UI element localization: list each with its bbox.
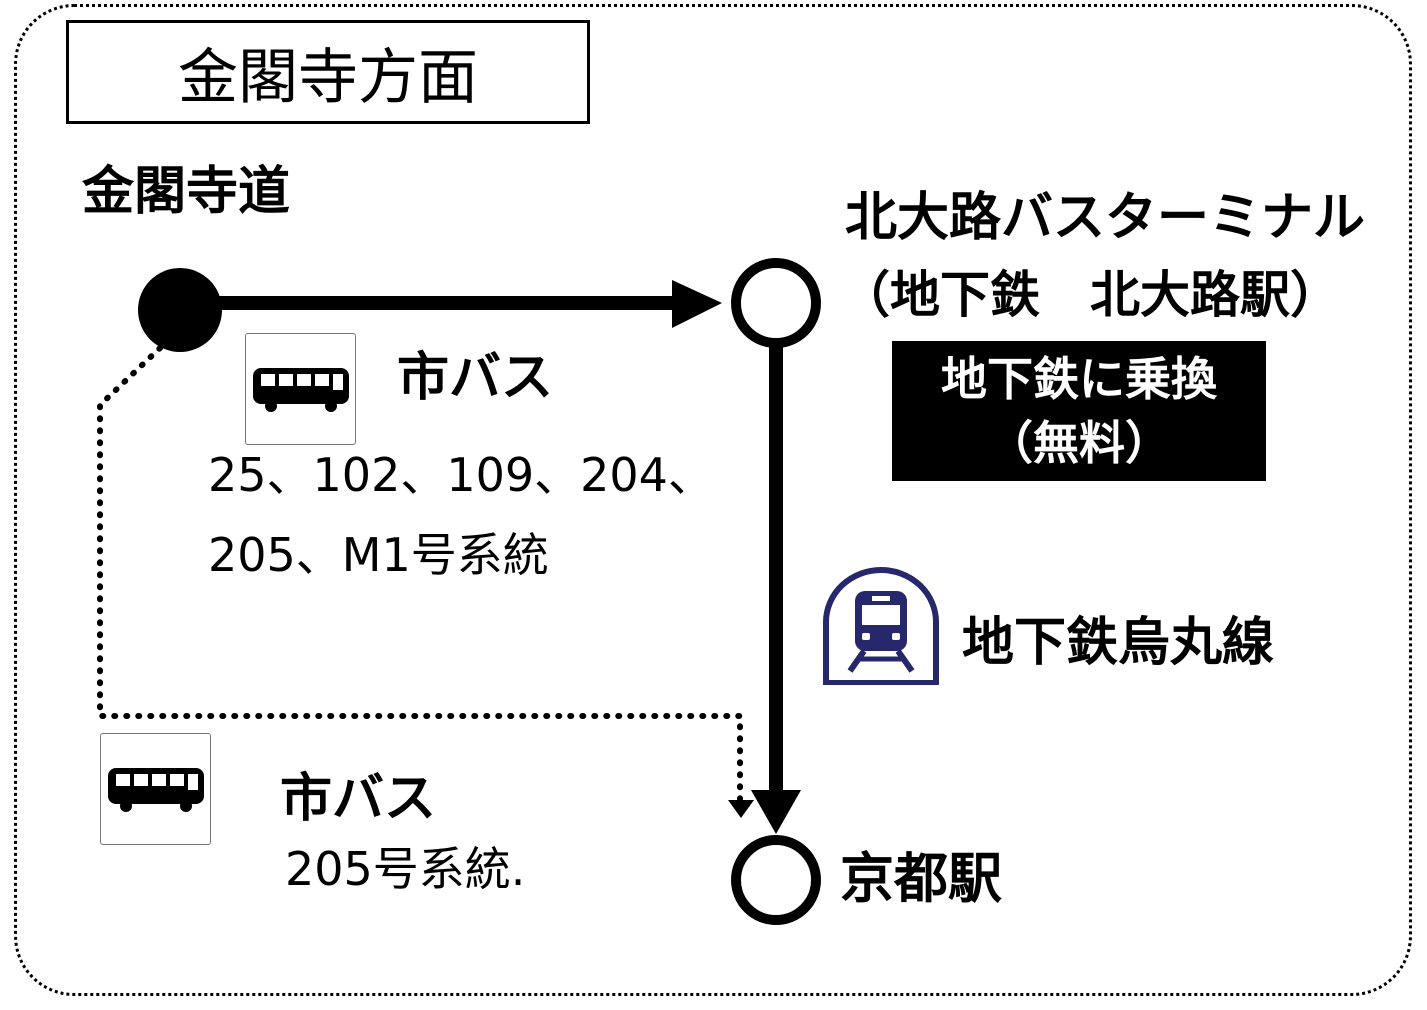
bus-route-arrowhead [672, 280, 722, 328]
subway-line-label: 地下鉄烏丸線 [962, 613, 1275, 673]
subway-route-arrowhead [751, 790, 801, 834]
bus-1-label: 市バス [397, 348, 554, 408]
transfer-note-line2: （無料） [987, 416, 1171, 470]
page-title: 金閣寺方面 [66, 20, 590, 124]
transfer-note: 地下鉄に乗換 （無料） [892, 341, 1266, 481]
transfer-station-sub: （地下鉄 北大路駅） [840, 266, 1340, 324]
bus-icon [245, 333, 356, 445]
dotted-arrowhead [728, 800, 754, 818]
origin-stop-name: 金閣寺道 [82, 162, 291, 222]
origin-stop-marker [138, 268, 222, 352]
dotted-frame [14, 4, 1412, 996]
bus-2-lines: 205号系統. [285, 842, 526, 896]
bus-1-lines: 25、102、109、204、 [208, 448, 714, 502]
bus-1-lines-cont: 205、M1号系統 [208, 528, 549, 582]
subway-icon [822, 567, 940, 689]
destination-marker [731, 835, 821, 925]
transfer-note-line1: 地下鉄に乗換 [941, 352, 1217, 406]
transfer-station-name: 北大路バスターミナル [845, 188, 1366, 248]
dotted-route-path [97, 345, 743, 803]
destination-name: 京都駅 [840, 847, 1002, 910]
transfer-station-marker [731, 258, 821, 348]
bus-icon [100, 733, 211, 845]
bus-2-label: 市バス [280, 769, 437, 829]
